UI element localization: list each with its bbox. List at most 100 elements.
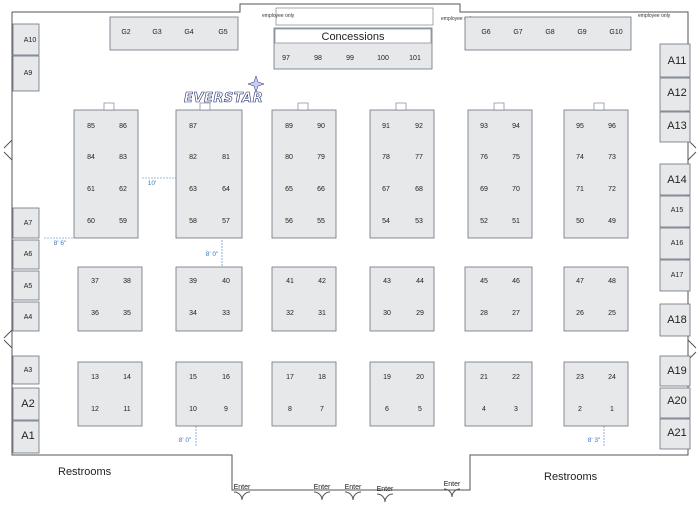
booth-number[interactable]: 27 [512,310,520,317]
concession-booth[interactable]: 97 [282,55,290,62]
a-booth-label[interactable]: A5 [24,283,33,290]
booth-number[interactable]: 46 [512,278,520,285]
booth-number[interactable]: 38 [123,278,131,285]
booth-number[interactable]: 1 [610,406,614,413]
a-booth-label[interactable]: A20 [667,395,687,407]
a-booth-label[interactable]: A3 [24,367,33,374]
booth-number[interactable]: 33 [222,310,230,317]
booth-number[interactable]: 61 [87,186,95,193]
g-booth[interactable]: G10 [609,29,622,36]
booth-number[interactable]: 91 [382,123,390,130]
a-booth-label[interactable]: A17 [671,272,684,279]
booth-number[interactable]: 52 [480,218,488,225]
booth-number[interactable]: 5 [418,406,422,413]
booth-number[interactable]: 94 [512,123,520,130]
booth-number[interactable]: 36 [91,310,99,317]
booth-number[interactable]: 26 [576,310,584,317]
booth-number[interactable]: 3 [514,406,518,413]
booth-number[interactable]: 67 [382,186,390,193]
a-booth-label[interactable]: A19 [667,365,687,377]
booth-number[interactable]: 34 [189,310,197,317]
booth-number[interactable]: 89 [285,123,293,130]
booth-number[interactable]: 24 [608,374,616,381]
booth-number[interactable]: 13 [91,374,99,381]
booth-number[interactable]: 70 [512,186,520,193]
booth-number[interactable]: 11 [123,406,130,413]
booth-number[interactable]: 79 [317,154,325,161]
booth-number[interactable]: 37 [91,278,99,285]
booth-number[interactable]: 75 [512,154,520,161]
booth-number[interactable]: 41 [286,278,294,285]
booth-number[interactable]: 58 [189,218,197,225]
booth-number[interactable]: 95 [576,123,584,130]
booth-number[interactable]: 86 [119,123,127,130]
booth-number[interactable]: 54 [382,218,390,225]
booth-number[interactable]: 47 [576,278,584,285]
g-booth[interactable]: G2 [121,29,130,36]
booth-number[interactable]: 60 [87,218,95,225]
booth-number[interactable]: 62 [119,186,127,193]
booth-number[interactable]: 17 [286,374,294,381]
booth-number[interactable]: 68 [415,186,423,193]
g-booth[interactable]: G8 [545,29,554,36]
booth-number[interactable]: 29 [416,310,424,317]
booth-number[interactable]: 55 [317,218,325,225]
booth-number[interactable]: 93 [480,123,488,130]
booth-number[interactable]: 48 [608,278,616,285]
a-booth-label[interactable]: A18 [667,314,687,326]
booth-number[interactable]: 83 [119,154,127,161]
booth-number[interactable]: 81 [222,154,230,161]
booth-number[interactable]: 20 [416,374,424,381]
a-booth-label[interactable]: A12 [667,87,687,99]
booth-number[interactable]: 63 [189,186,197,193]
booth-number[interactable]: 69 [480,186,488,193]
booth-number[interactable]: 57 [222,218,230,225]
booth-number[interactable]: 59 [119,218,127,225]
booth-number[interactable]: 84 [87,154,95,161]
booth-number[interactable]: 73 [608,154,616,161]
booth-number[interactable]: 50 [576,218,584,225]
booth-number[interactable]: 44 [416,278,424,285]
a-booth-label[interactable]: A15 [671,207,684,214]
booth-number[interactable]: 22 [512,374,520,381]
g-booth[interactable]: G7 [513,29,522,36]
booth-number[interactable]: 66 [317,186,325,193]
a-booth-label[interactable]: A1 [21,430,34,442]
concession-booth[interactable]: 99 [346,55,354,62]
booth-number[interactable]: 53 [415,218,423,225]
booth-number[interactable]: 7 [320,406,324,413]
a-booth-label[interactable]: A21 [667,427,687,439]
booth-number[interactable]: 64 [222,186,230,193]
booth-number[interactable]: 32 [286,310,294,317]
g-booth[interactable]: G6 [481,29,490,36]
booth-number[interactable]: 15 [189,374,197,381]
g-booth[interactable]: G4 [184,29,193,36]
booth-number[interactable]: 82 [189,154,197,161]
booth-number[interactable]: 96 [608,123,616,130]
booth-number[interactable]: 14 [123,374,131,381]
g-booth[interactable]: G3 [152,29,161,36]
booth-number[interactable]: 31 [318,310,326,317]
booth-number[interactable]: 78 [382,154,390,161]
a-booth-label[interactable]: A13 [667,120,687,132]
booth-number[interactable]: 9 [224,406,228,413]
g-booth[interactable]: G5 [218,29,227,36]
a-booth-label[interactable]: A2 [21,398,34,410]
booth-number[interactable]: 39 [189,278,197,285]
booth-number[interactable]: 16 [222,374,230,381]
booth-number[interactable]: 74 [576,154,584,161]
booth-number[interactable]: 2 [578,406,582,413]
booth-number[interactable]: 30 [383,310,391,317]
a-booth-label[interactable]: A9 [24,70,33,77]
concession-booth[interactable]: 101 [409,55,421,62]
booth-number[interactable]: 65 [285,186,293,193]
booth-number[interactable]: 56 [285,218,293,225]
booth-number[interactable]: 45 [480,278,488,285]
booth-number[interactable]: 49 [608,218,616,225]
booth-number[interactable]: 19 [383,374,391,381]
g-booth[interactable]: G9 [577,29,586,36]
booth-number[interactable]: 92 [415,123,423,130]
booth-number[interactable]: 90 [317,123,325,130]
booth-number[interactable]: 28 [480,310,488,317]
booth-number[interactable]: 8 [288,406,292,413]
